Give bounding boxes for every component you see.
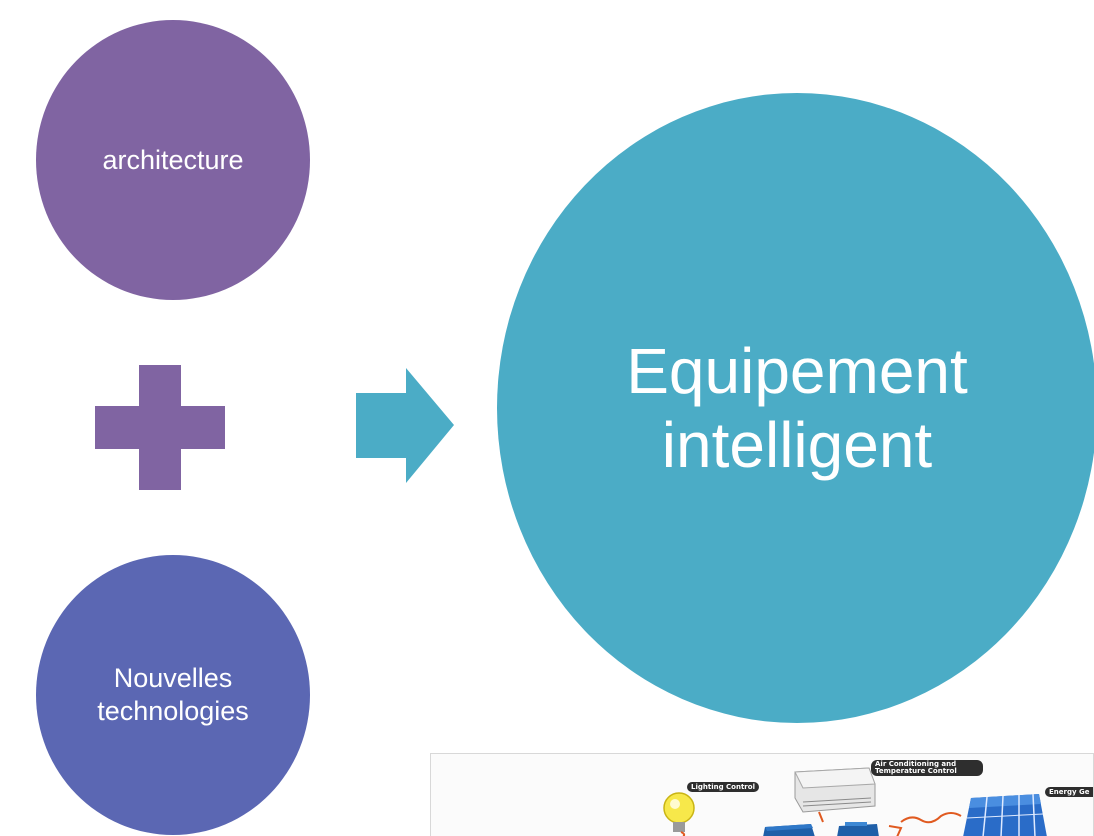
- architecture-label: architecture: [82, 144, 263, 177]
- solar-panel-icon: [963, 793, 1047, 836]
- energy-tag: Energy Ge: [1045, 787, 1093, 797]
- technologies-circle: Nouvelles technologies: [36, 555, 310, 835]
- result-label-line-2: intelligent: [661, 409, 933, 481]
- architecture-circle: architecture: [36, 20, 310, 300]
- technologies-label-line-2: technologies: [97, 696, 249, 726]
- architecture-label-line: architecture: [102, 144, 244, 175]
- air-conditioner-icon: [794, 767, 876, 813]
- controller-boxes-icon: [763, 822, 903, 836]
- result-circle: Equipement intelligent: [497, 93, 1094, 723]
- technologies-label: Nouvelles technologies: [77, 662, 269, 728]
- lighting-control-tag: Lighting Control: [687, 782, 759, 792]
- result-label-line-1: Equipement: [626, 335, 968, 407]
- lightbulb-icon: [663, 792, 695, 836]
- arrow-right-icon: [356, 368, 454, 483]
- plus-icon: [95, 365, 225, 490]
- smart-building-illustration: Lighting Control Air Conditioning and Te…: [430, 753, 1094, 836]
- result-label: Equipement intelligent: [586, 334, 1008, 482]
- illustration-graphic: [663, 767, 1047, 836]
- air-conditioning-tag: Air Conditioning and Temperature Control: [871, 760, 983, 776]
- technologies-label-line-1: Nouvelles: [113, 663, 233, 693]
